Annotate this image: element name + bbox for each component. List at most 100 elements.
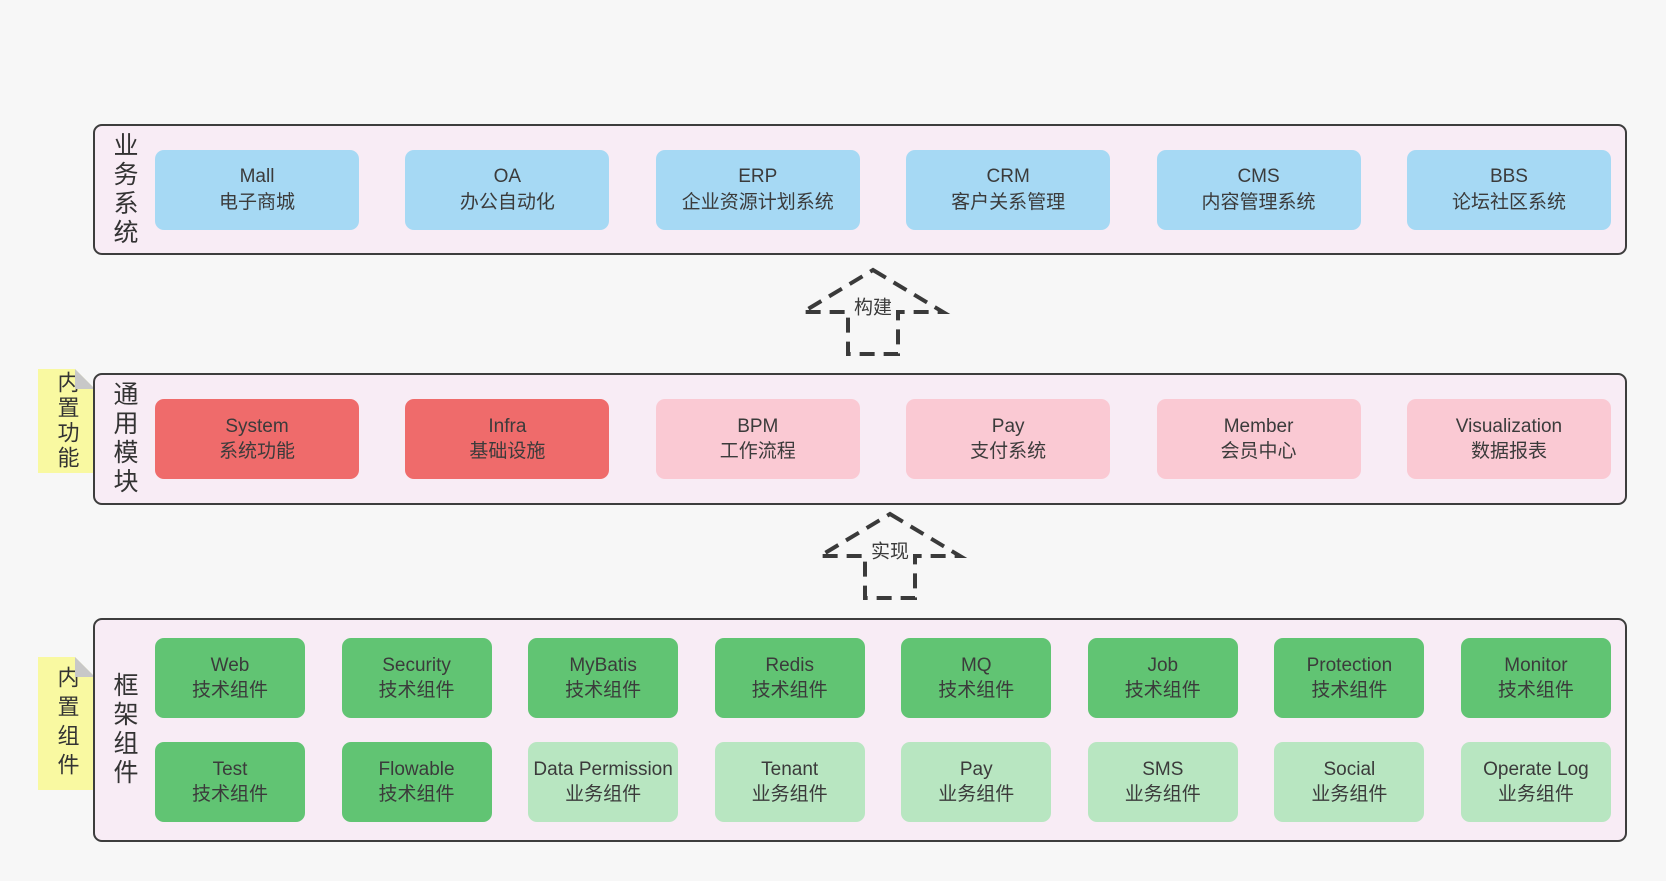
- box-title: ERP: [738, 166, 778, 188]
- box-pay-component: Pay 业务组件: [901, 742, 1052, 822]
- box-subtitle: 技术组件: [751, 680, 828, 701]
- components-row-1: Web 技术组件 Security 技术组件 MyBatis 技术组件 Redi…: [155, 638, 1611, 718]
- box-oa: OA 办公自动化: [405, 149, 610, 230]
- box-title: Web: [210, 654, 250, 676]
- box-subtitle: 技术组件: [1124, 680, 1201, 701]
- box-title: Member: [1223, 415, 1294, 437]
- band-components-rows: Web 技术组件 Security 技术组件 MyBatis 技术组件 Redi…: [155, 620, 1611, 840]
- box-subtitle: 业务组件: [751, 784, 828, 805]
- box-subtitle: 工作流程: [719, 441, 796, 462]
- box-test: Test 技术组件: [155, 742, 305, 822]
- band-framework-components: 框架组件 Web 技术组件 Security 技术组件 MyBatis 技术组件…: [93, 618, 1627, 842]
- band-business-systems: 业务系统 Mall 电子商城 OA 办公自动化 ERP 企业资源计划系统 CRM…: [93, 124, 1627, 255]
- sticky-note-text: 内置组件: [54, 665, 80, 782]
- box-title: CMS: [1237, 166, 1280, 188]
- box-subtitle: 系统功能: [218, 441, 295, 462]
- box-subtitle: 技术组件: [378, 784, 455, 805]
- box-title: CRM: [986, 166, 1030, 188]
- box-social: Social 业务组件: [1274, 742, 1425, 822]
- box-subtitle: 论坛社区系统: [1451, 191, 1566, 213]
- box-protection: Protection 技术组件: [1274, 638, 1425, 718]
- box-subtitle: 技术组件: [1497, 680, 1574, 701]
- box-bbs: BBS 论坛社区系统: [1406, 149, 1611, 230]
- box-subtitle: 业务组件: [1124, 784, 1201, 805]
- box-subtitle: 基础设施: [469, 441, 546, 462]
- box-title: Flowable: [378, 758, 455, 780]
- box-title: Security: [382, 654, 451, 676]
- box-title: Protection: [1306, 654, 1393, 676]
- box-title: Data Permission: [533, 758, 673, 780]
- box-subtitle: 技术组件: [1311, 680, 1388, 701]
- box-subtitle: 业务组件: [1497, 784, 1574, 805]
- box-title: Tenant: [761, 758, 819, 780]
- box-title: Visualization: [1455, 415, 1563, 437]
- sticky-note-text: 内置功能: [54, 371, 80, 471]
- band-common-modules: 通用模块 System 系统功能 Infra 基础设施 BPM 工作流程 Pay…: [93, 373, 1627, 505]
- box-subtitle: 支付系统: [970, 441, 1047, 462]
- box-subtitle: 技术组件: [938, 680, 1015, 701]
- box-title: BPM: [737, 415, 779, 437]
- box-subtitle: 业务组件: [938, 784, 1015, 805]
- up-arrow-build: 构建: [795, 264, 951, 360]
- box-subtitle: 内容管理系统: [1201, 191, 1316, 213]
- box-subtitle: 业务组件: [1311, 784, 1388, 805]
- box-subtitle: 数据报表: [1470, 441, 1547, 462]
- box-title: Monitor: [1504, 654, 1568, 676]
- box-subtitle: 办公自动化: [459, 191, 555, 213]
- components-row-2: Test 技术组件 Flowable 技术组件 Data Permission …: [155, 742, 1611, 822]
- box-title: Job: [1147, 654, 1179, 676]
- box-security: Security 技术组件: [341, 638, 492, 718]
- box-mq: MQ 技术组件: [901, 638, 1052, 718]
- box-data-permission: Data Permission 业务组件: [528, 742, 679, 822]
- box-title: Pay: [959, 758, 993, 780]
- box-mybatis: MyBatis 技术组件: [528, 638, 679, 718]
- box-cms: CMS 内容管理系统: [1156, 149, 1361, 230]
- box-title: Test: [212, 758, 248, 780]
- box-title: Redis: [765, 654, 814, 676]
- box-visualization: Visualization 数据报表: [1406, 399, 1611, 479]
- box-subtitle: 会员中心: [1220, 441, 1297, 462]
- box-bpm: BPM 工作流程: [655, 399, 860, 479]
- box-title: MQ: [960, 654, 992, 676]
- up-arrow-icon: [812, 511, 968, 600]
- box-subtitle: 技术组件: [565, 680, 642, 701]
- box-sms: SMS 业务组件: [1087, 742, 1238, 822]
- band-modules-row: System 系统功能 Infra 基础设施 BPM 工作流程 Pay 支付系统…: [155, 375, 1611, 503]
- box-monitor: Monitor 技术组件: [1460, 638, 1611, 718]
- box-title: System: [225, 415, 289, 437]
- box-title: Pay: [991, 415, 1025, 437]
- box-subtitle: 企业资源计划系统: [681, 191, 834, 213]
- box-title: SMS: [1142, 758, 1184, 780]
- band-business-row: Mall 电子商城 OA 办公自动化 ERP 企业资源计划系统 CRM 客户关系…: [155, 126, 1611, 253]
- box-subtitle: 技术组件: [191, 680, 268, 701]
- box-infra: Infra 基础设施: [405, 399, 610, 479]
- box-subtitle: 技术组件: [191, 784, 268, 805]
- box-subtitle: 技术组件: [378, 680, 455, 701]
- box-tenant: Tenant 业务组件: [714, 742, 865, 822]
- band-label: 通用模块: [110, 381, 138, 497]
- up-arrow-icon: [795, 267, 951, 356]
- box-title: Mall: [239, 166, 275, 188]
- box-operate-log: Operate Log 业务组件: [1460, 742, 1611, 822]
- box-title: MyBatis: [569, 654, 637, 676]
- up-arrow-implement: 实现: [812, 508, 968, 604]
- box-title: OA: [493, 166, 522, 188]
- box-web: Web 技术组件: [155, 638, 305, 718]
- box-job: Job 技术组件: [1087, 638, 1238, 718]
- sticky-note-built-in-components: 内置组件: [38, 657, 95, 790]
- box-erp: ERP 企业资源计划系统: [655, 149, 860, 230]
- box-system: System 系统功能: [155, 399, 359, 479]
- sticky-note-built-in-features: 内置功能: [38, 369, 95, 473]
- box-pay-system: Pay 支付系统: [906, 399, 1111, 479]
- band-label: 业务系统: [110, 131, 138, 248]
- arrow-label: 构建: [849, 291, 897, 321]
- arrow-label: 实现: [866, 535, 914, 565]
- box-title: Infra: [488, 415, 527, 437]
- box-member: Member 会员中心: [1156, 399, 1361, 479]
- box-crm: CRM 客户关系管理: [906, 149, 1111, 230]
- box-mall: Mall 电子商城: [155, 149, 359, 230]
- box-subtitle: 客户关系管理: [951, 191, 1066, 213]
- box-title: Social: [1323, 758, 1376, 780]
- box-title: BBS: [1489, 166, 1528, 188]
